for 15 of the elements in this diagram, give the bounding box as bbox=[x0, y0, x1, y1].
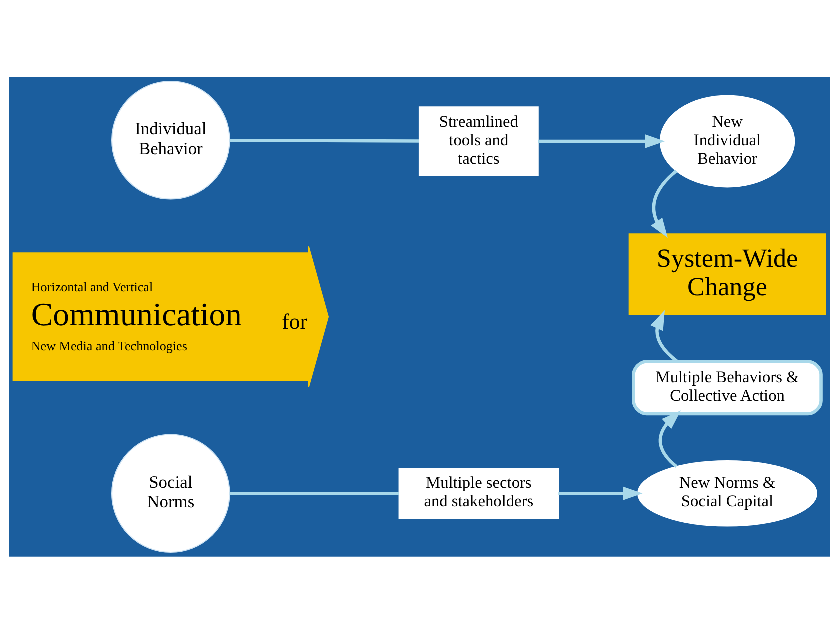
arrow bbox=[650, 170, 678, 238]
node-ellipse: New Individual Behavior bbox=[659, 95, 795, 188]
node-circle: Individual Behavior bbox=[111, 80, 230, 200]
arrow bbox=[558, 486, 642, 501]
arrow bbox=[658, 410, 681, 468]
connector bbox=[229, 492, 399, 496]
node-box: Multiple Behaviors & Collective Action bbox=[632, 360, 822, 416]
arrow bbox=[650, 310, 678, 363]
connector bbox=[229, 138, 419, 143]
node-ellipse: New Norms & Social Capital bbox=[637, 460, 818, 527]
node-box: Streamlined tools and tactics bbox=[418, 106, 538, 176]
node-box: Multiple sectors and stakeholders bbox=[398, 468, 559, 520]
node-circle: Social Norms bbox=[111, 434, 230, 554]
arrow bbox=[538, 134, 665, 148]
node-box: System-Wide Change bbox=[628, 234, 826, 316]
